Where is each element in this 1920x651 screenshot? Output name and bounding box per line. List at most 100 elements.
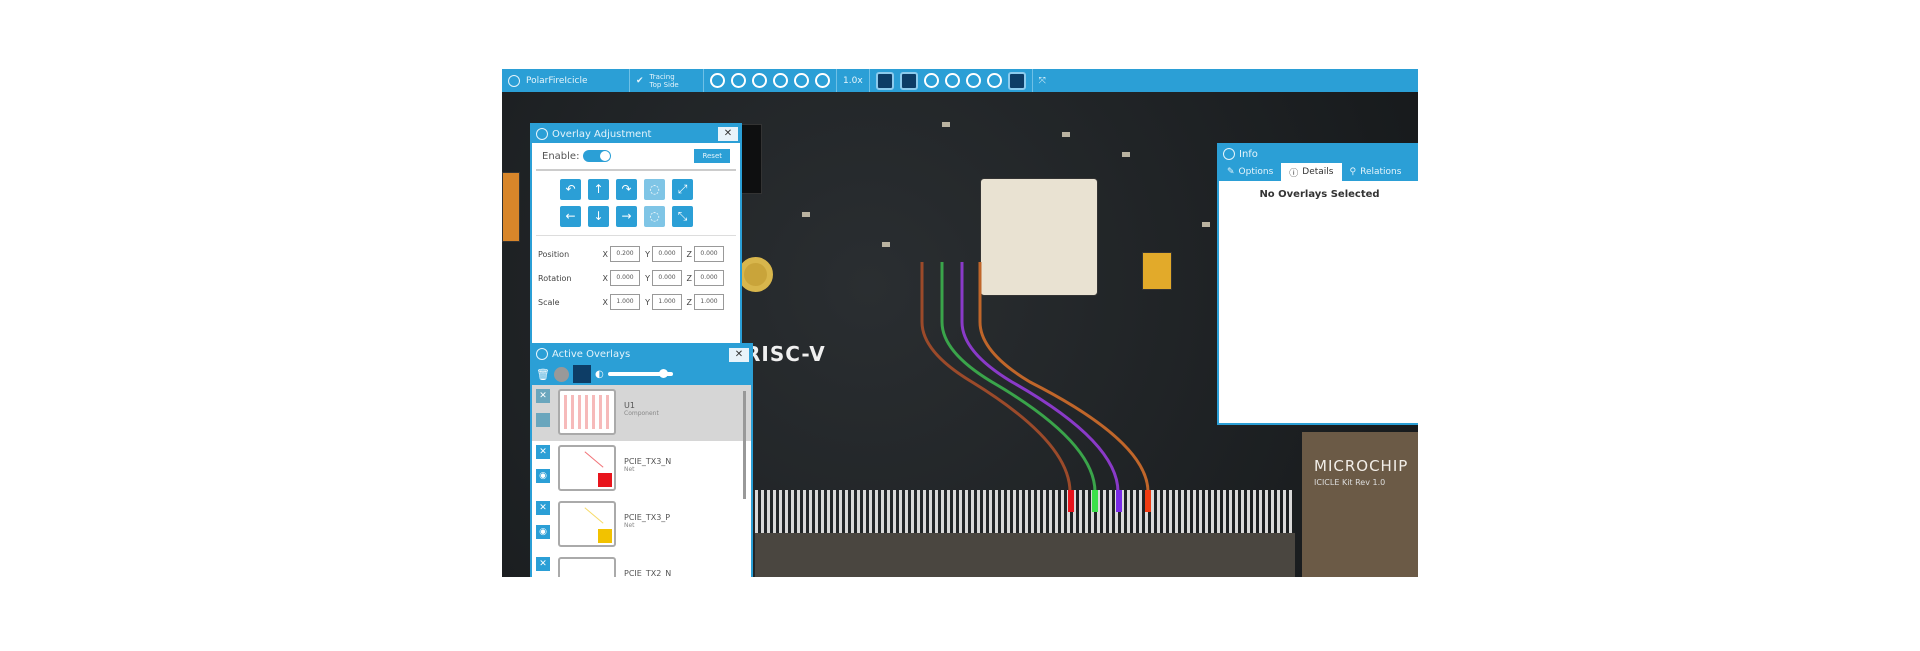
panel-header[interactable]: Overlay Adjustment [532, 125, 740, 143]
connector-pin [1187, 490, 1190, 533]
panel-header[interactable]: Info [1219, 145, 1418, 163]
slider-knob[interactable] [658, 369, 668, 378]
rotate-right-button[interactable]: ↷ [616, 179, 637, 200]
hide-all-button[interactable] [553, 366, 569, 382]
connector-pin [827, 490, 830, 533]
remove-overlay-button[interactable]: ✕ [536, 501, 550, 515]
scale-up-button[interactable]: ⤢ [672, 179, 693, 200]
reset-button[interactable]: Reset [694, 149, 730, 163]
overlay-name: PCIE_TX3_P [624, 513, 671, 522]
y-input[interactable]: 0.000 [652, 246, 682, 262]
tab-options[interactable]: ✎Options [1219, 163, 1281, 181]
axis-label: X [602, 297, 608, 307]
z-input[interactable]: 1.000 [694, 294, 724, 310]
help-icon[interactable] [986, 73, 1002, 88]
close-button[interactable]: ✕ [729, 348, 749, 362]
x-input[interactable]: 0.000 [610, 270, 640, 286]
visibility-toggle[interactable] [536, 413, 550, 427]
move-left-button[interactable]: ← [560, 206, 581, 227]
opacity-slider[interactable] [607, 369, 673, 378]
target-icon[interactable] [710, 73, 725, 88]
refresh-icon[interactable] [815, 73, 830, 88]
record-icon[interactable] [1007, 71, 1026, 90]
list-scrollbar[interactable] [743, 391, 746, 499]
overlay-name: U1 [624, 401, 635, 410]
connector-pin [899, 490, 902, 533]
tilt-down-button[interactable]: ◌ [644, 206, 665, 227]
overlay-name: PCIE_TX2_N [624, 569, 672, 577]
overlay-adjustment-panel: Overlay Adjustment ✕ Enable: Reset ↶↑↷◌⤢… [530, 123, 742, 345]
visibility-toggle[interactable]: ◉ [536, 525, 550, 539]
scale-down-button[interactable]: ⤡ [672, 206, 693, 227]
connector-pin [1205, 490, 1208, 533]
fullscreen-icon[interactable]: ⤧ [1038, 75, 1046, 86]
measure-icon[interactable] [944, 73, 960, 88]
connector-pin [893, 490, 896, 533]
y-input[interactable]: 0.000 [652, 270, 682, 286]
connector-pin [947, 490, 950, 533]
zoom-value[interactable]: 1.0x [843, 75, 863, 86]
view-toggle-button[interactable] [572, 365, 591, 383]
component-footprint [564, 395, 610, 429]
overlay-name: PCIE_TX3_N [624, 457, 672, 466]
item-buttons: ✕◉ [536, 501, 550, 549]
y-input[interactable]: 1.000 [652, 294, 682, 310]
camera-icon[interactable] [875, 71, 894, 90]
overlay-type: Component [624, 410, 659, 417]
net-icon[interactable] [752, 73, 767, 88]
move-down-button[interactable]: ↓ [588, 206, 609, 227]
check-icon[interactable]: ✔ [636, 75, 644, 86]
connector-pin [1103, 490, 1106, 533]
overlay-thumbnail [558, 389, 616, 435]
visibility-toggle[interactable]: ◉ [536, 469, 550, 483]
z-input[interactable]: 0.000 [694, 246, 724, 262]
move-up-button[interactable]: ↑ [588, 179, 609, 200]
zoom-icon[interactable] [794, 73, 809, 88]
connector-pin [881, 490, 884, 533]
connector-pin [1007, 490, 1010, 533]
tab-relations[interactable]: ⚲Relations [1342, 163, 1410, 181]
pin-icon[interactable] [773, 73, 788, 88]
search-component-icon[interactable] [731, 73, 746, 88]
connector-pin [845, 490, 848, 533]
overlay-thumbnail [558, 445, 616, 491]
x-input[interactable]: 0.200 [610, 246, 640, 262]
settings-icon[interactable] [923, 73, 939, 88]
connector-pin [941, 490, 944, 533]
rotate-left-button[interactable]: ↶ [560, 179, 581, 200]
move-right-button[interactable]: → [616, 206, 637, 227]
remove-overlay-button[interactable]: ✕ [536, 445, 550, 459]
connector-pin [815, 490, 818, 533]
smd-component [1202, 222, 1210, 227]
connector-pin [1247, 490, 1250, 533]
tilt-up-button[interactable]: ◌ [644, 179, 665, 200]
z-input[interactable]: 0.000 [694, 270, 724, 286]
tool-group [704, 69, 837, 92]
connector-pin [1109, 490, 1112, 533]
delete-icon[interactable]: 🗑 [536, 367, 550, 381]
connector-pin [1241, 490, 1244, 533]
layers-icon[interactable] [965, 73, 981, 88]
connector-pin [1097, 490, 1100, 533]
connector-pin [1217, 490, 1220, 533]
connector-pin [1085, 490, 1088, 533]
close-button[interactable]: ✕ [718, 127, 738, 141]
enable-toggle[interactable] [583, 150, 612, 162]
x-input[interactable]: 1.000 [610, 294, 640, 310]
app-logo-icon [508, 74, 520, 87]
remove-overlay-button[interactable]: ✕ [536, 389, 550, 403]
info-icon[interactable] [899, 71, 918, 90]
panel-title-bar[interactable]: Active Overlays [532, 345, 751, 363]
connector-pin [785, 490, 788, 533]
remove-overlay-button[interactable]: ✕ [536, 557, 550, 571]
connector-pin [1289, 490, 1292, 533]
tab-label: Relations [1360, 167, 1402, 177]
